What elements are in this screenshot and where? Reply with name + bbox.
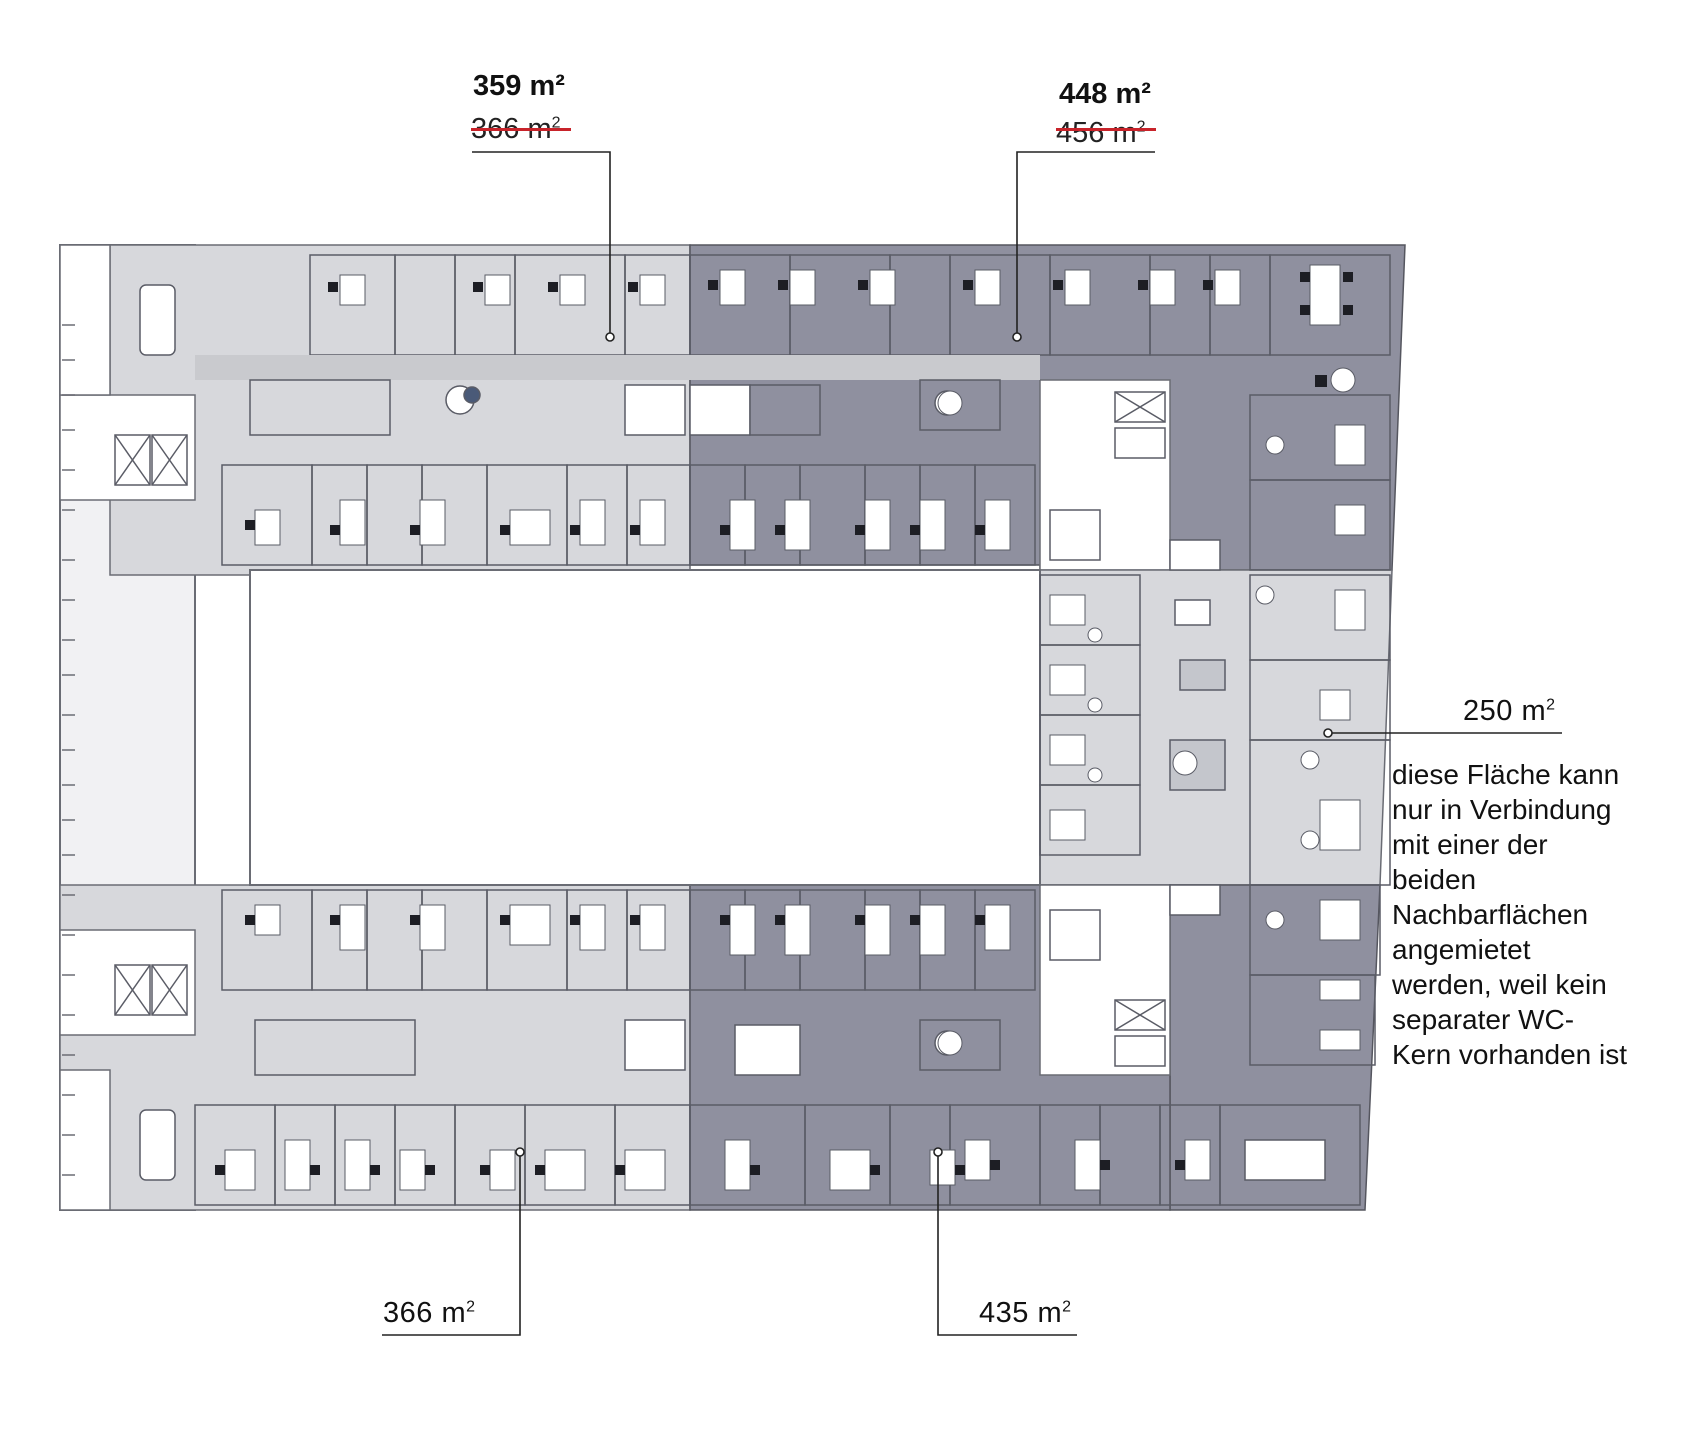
bottom-office-row [194,1104,1361,1206]
inner-office-row-bottom [221,889,1036,991]
area-top-right-old: 456 m2 [1056,117,1146,149]
left-lifts [114,434,188,1016]
rental-note: diese Fläche kann nur in Verbindung mit … [1392,757,1682,1072]
area-bottom-left: 366 m2 [383,1297,476,1329]
chairs [215,272,1353,1175]
note-line: Kern vorhanden ist [1392,1039,1628,1070]
note-line: Nachbarflächen [1392,899,1589,930]
right-cores [1049,391,1226,1067]
leader-lines [382,151,1562,1336]
strikethrough-top-right [1056,128,1156,131]
note-line: beiden [1392,864,1477,895]
conference-tables [139,284,1326,1181]
note-line: angemietet [1392,934,1531,965]
note-line: nur in Verbindung [1392,794,1612,825]
note-line: mit einer der [1392,829,1548,860]
note-line: werden, weil kein [1392,969,1607,1000]
note-line: diese Fläche kann [1392,759,1620,790]
right-office-column [1039,394,1391,1066]
note-line: separater WC- [1392,1004,1575,1035]
area-top-left-new: 359 m² [473,70,565,102]
bottom-service-block [254,1019,1001,1076]
strikethrough-top-left [471,128,571,131]
inner-office-row-top [221,464,1036,566]
area-bottom-right: 435 m2 [979,1297,1072,1329]
area-right: 250 m2 [1463,695,1556,727]
area-top-right-new: 448 m² [1059,78,1151,110]
desks [224,264,1366,1191]
round-tables [937,367,1356,1056]
facade-marks [62,324,75,1176]
